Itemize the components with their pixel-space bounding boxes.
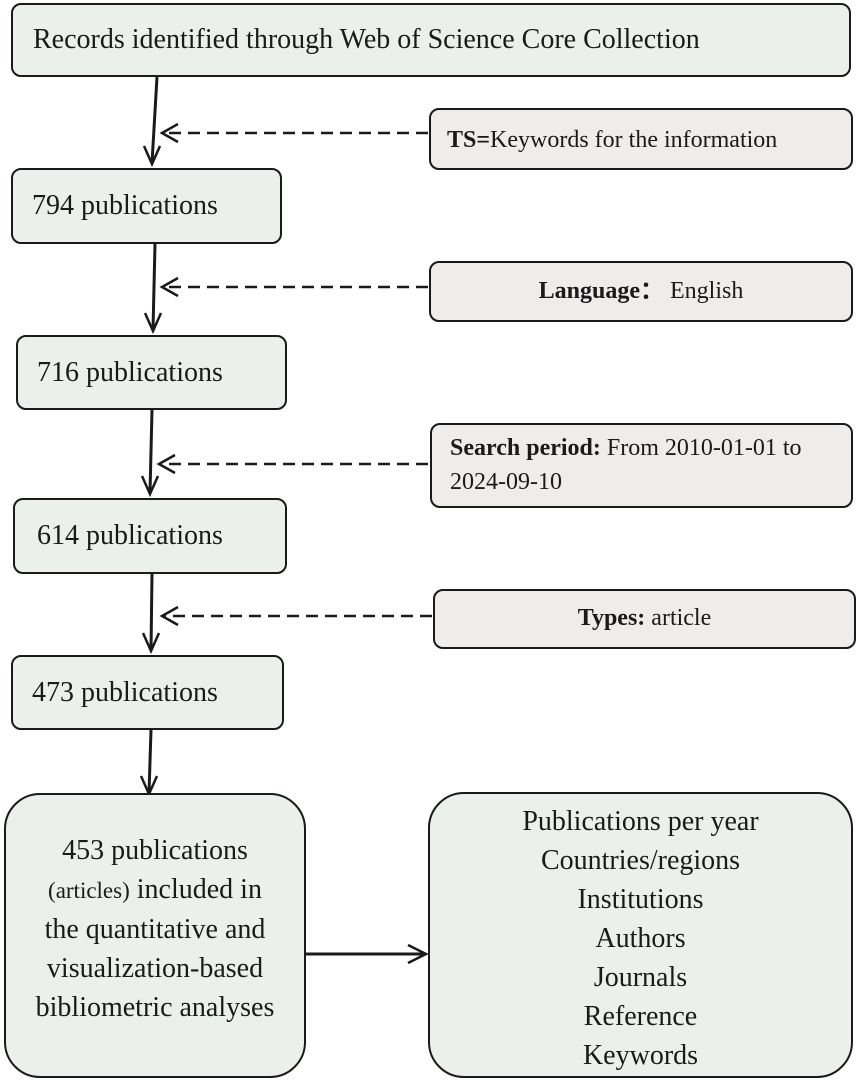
analysis-items-box: Publications per year Countries/regions …: [428, 792, 853, 1078]
analysis-item: Keywords: [582, 1040, 699, 1071]
step-box-614: 614 publications: [13, 498, 287, 574]
analysis-item: Countries/regions: [540, 845, 741, 876]
analysis-item: Authors: [595, 923, 686, 954]
analysis-item: Institutions: [577, 884, 704, 915]
filter-text-keywords: Keywords for the information: [490, 127, 778, 153]
filter-box-language: Language： English: [429, 261, 853, 322]
filter-label-language: Language：: [538, 277, 664, 304]
main-arrow-5: [139, 729, 159, 798]
filter-arrow-4: [159, 605, 432, 627]
filter-label-period: Search period:: [450, 435, 601, 461]
filter-text-language: English: [664, 277, 744, 304]
records-source-box: Records identified through Web of Scienc…: [11, 3, 851, 77]
step-box-473: 473 publications: [11, 655, 284, 730]
step-text-716: 716 publications: [37, 356, 223, 388]
step-text-614: 614 publications: [37, 520, 223, 552]
main-arrow-3: [140, 409, 160, 498]
step-box-794: 794 publications: [11, 168, 282, 244]
filter-text-types: article: [645, 605, 712, 632]
analysis-item: Journals: [593, 962, 688, 993]
analysis-item: Publications per year: [522, 806, 759, 837]
included-count: 453 publications: [62, 835, 248, 866]
step-text-794: 794 publications: [32, 190, 218, 222]
filter-arrow-1: [159, 122, 428, 144]
main-arrow-2: [143, 243, 163, 335]
analysis-arrow: [306, 943, 429, 965]
included-publications-box: 453 publications (articles) included in …: [4, 793, 306, 1078]
included-line5: bibliometric analyses: [35, 992, 275, 1023]
included-line2: included in: [129, 874, 262, 905]
analysis-item: Reference: [583, 1001, 698, 1032]
filter-box-period: Search period: From 2010-01-01 to 2024-0…: [430, 423, 853, 508]
main-arrow-4: [141, 573, 161, 655]
included-paren: (articles): [48, 878, 130, 903]
filter-arrow-3: [156, 453, 428, 475]
included-line3: the quantitative and: [44, 914, 266, 945]
filter-text-period: From 2010-01-01 to 2024-09-10: [450, 435, 808, 495]
included-line4: visualization-based: [46, 953, 264, 984]
step-text-473: 473 publications: [32, 676, 218, 708]
filter-label-types: Types:: [577, 605, 646, 632]
filter-box-types: Types: article: [433, 589, 856, 649]
step-box-716: 716 publications: [16, 335, 287, 410]
filter-box-keywords: TS=Keywords for the information: [429, 108, 853, 170]
records-source-text: Records identified through Web of Scienc…: [33, 24, 700, 56]
filter-arrow-2: [159, 276, 428, 298]
main-arrow-1: [142, 76, 162, 168]
filter-label-ts: TS=: [447, 127, 491, 153]
